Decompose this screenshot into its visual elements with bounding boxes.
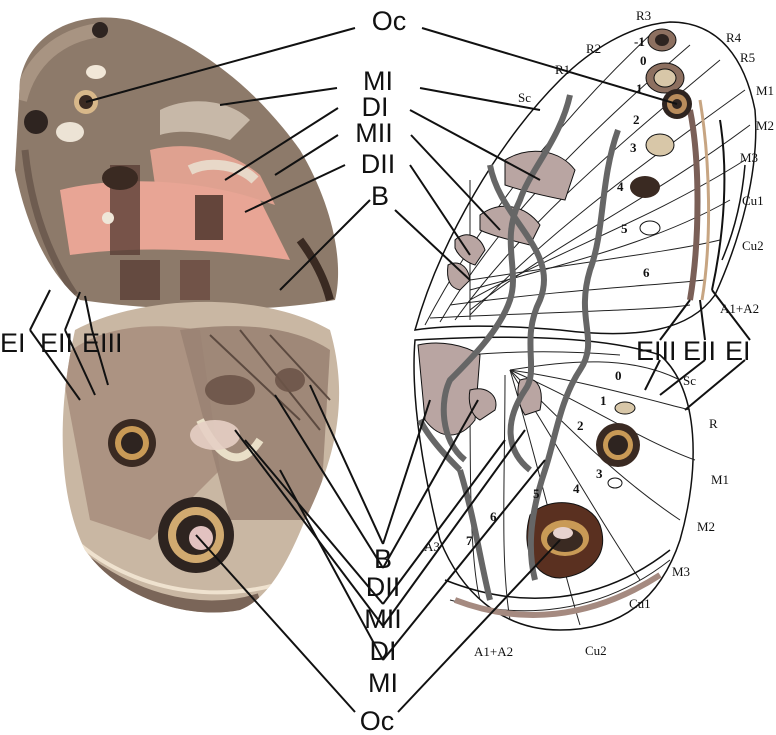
vein-label-r4: R4: [726, 30, 742, 45]
vein-label-r3: R3: [636, 8, 651, 23]
hw-cell-label-5: 5: [533, 486, 540, 501]
vein-label-cu1: Cu1: [742, 193, 764, 208]
vein-label-r5: R5: [740, 50, 755, 65]
hw-vein-label-m1: M1: [711, 472, 729, 487]
label-dii-top: DII: [361, 149, 396, 179]
label-di-bottom: DI: [370, 636, 397, 666]
label-eiii-right: EIII: [636, 336, 677, 366]
hw-cell-label-1: 1: [600, 393, 607, 408]
hw-vein-label-sc: Sc: [683, 373, 696, 388]
label-eii-left: EII: [40, 328, 73, 358]
cell-label-6: 6: [643, 265, 650, 280]
label-eii-right: EII: [683, 336, 716, 366]
vein-label-cu2: Cu2: [742, 238, 764, 253]
vein-label-sc: Sc: [518, 90, 531, 105]
vein-label-m3: M3: [740, 150, 758, 165]
hw-vein-label-cu1: Cu1: [629, 596, 651, 611]
label-ei-right: EI: [725, 336, 751, 366]
hw-vein-label-a3: A3: [424, 539, 440, 554]
vein-label-r1: R1: [555, 62, 570, 77]
label-dii-bottom: DII: [366, 572, 401, 602]
right-edge-labels: EIII EII EI: [636, 336, 751, 366]
hw-cell-label-7: 7: [466, 533, 473, 548]
label-oc-top: Oc: [372, 6, 407, 36]
cell-label-0: 0: [640, 53, 647, 68]
center-labels-top: Oc MI DI MII DII B: [355, 6, 406, 211]
vein-label-m1: M1: [756, 83, 774, 98]
hw-cell-label-2: 2: [577, 418, 584, 433]
cell-label-2: 2: [633, 112, 640, 127]
hw-cell-label-4: 4: [573, 481, 580, 496]
hw-cell-label-3: 3: [596, 466, 603, 481]
hw-cell-label-6: 6: [490, 509, 497, 524]
vein-label-m2: M2: [756, 118, 774, 133]
label-b-top: B: [371, 181, 389, 211]
label-ei-left: EI: [0, 328, 26, 358]
hw-vein-label-r: R: [709, 416, 718, 431]
hw-vein-label-a1a2: A1+A2: [474, 644, 513, 659]
cell-label-3: 3: [630, 140, 637, 155]
hw-vein-label-m3: M3: [672, 564, 690, 579]
label-eiii-left: EIII: [82, 328, 123, 358]
label-mii-bottom: MII: [364, 604, 402, 634]
center-labels-bottom: B DII MII DI MI Oc: [360, 544, 402, 735]
forewing-photo: [15, 18, 338, 310]
label-b-bottom: B: [374, 544, 392, 574]
hw-vein-label-m2: M2: [697, 519, 715, 534]
left-edge-labels: EI EII EIII: [0, 328, 123, 358]
butterfly-photo: [15, 18, 339, 613]
label-mii-top: MII: [355, 118, 393, 148]
vein-label-a1a2: A1+A2: [720, 301, 759, 316]
cell-label-4: 4: [617, 179, 624, 194]
vein-label-r2: R2: [586, 41, 601, 56]
label-oc-bottom: Oc: [360, 706, 395, 735]
cell-label-5: 5: [621, 221, 628, 236]
cell-label-1: 1: [636, 81, 643, 96]
cell-label-minus1: -1: [634, 34, 645, 49]
label-mi-bottom: MI: [368, 668, 398, 698]
hw-vein-label-cu2: Cu2: [585, 643, 607, 658]
hw-cell-label-0: 0: [615, 368, 622, 383]
